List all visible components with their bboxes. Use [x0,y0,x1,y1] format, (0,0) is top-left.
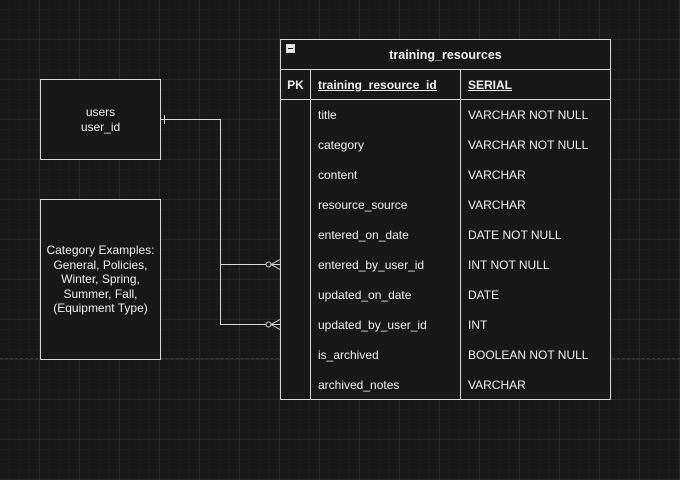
table-row[interactable]: updated_by_user_id INT [281,310,610,340]
note-line: (Equipment Type) [53,301,148,316]
column-type: VARCHAR [468,168,526,182]
training-resources-table[interactable]: training_resources PK training_resource_… [280,39,611,400]
column-type: DATE [468,288,500,302]
column-name: entered_on_date [318,228,409,242]
column-name: training_resource_id [318,77,437,92]
note-line: Winter, Spring, [61,272,140,287]
users-entity-key: user_id [80,119,121,134]
primary-key-row[interactable]: PK training_resource_id SERIAL [281,70,610,100]
column-type: VARCHAR NOT NULL [468,108,589,122]
column-type: BOOLEAN NOT NULL [468,348,589,362]
column-name: entered_by_user_id [318,258,425,272]
table-row[interactable]: resource_source VARCHAR [281,190,610,220]
pk-label: PK [287,77,304,92]
column-name: resource_source [318,198,408,212]
table-row[interactable]: content VARCHAR [281,160,610,190]
table-row[interactable]: title VARCHAR NOT NULL [281,100,610,130]
category-note[interactable]: Category Examples: General, Policies, Wi… [40,199,161,360]
column-name: content [318,168,358,182]
column-type: DATE NOT NULL [468,228,562,242]
connector-updated-by[interactable] [220,264,267,325]
table-header[interactable]: training_resources [281,40,610,70]
users-entity-name: users [85,105,116,119]
column-type: SERIAL [468,77,513,92]
note-line: Category Examples: [46,243,155,258]
column-name: updated_by_user_id [318,318,427,332]
column-type: VARCHAR NOT NULL [468,138,589,152]
column-name: title [318,108,337,122]
note-line: General, Policies, [53,257,148,272]
note-line: Summer, Fall, [63,286,138,301]
column-name: updated_on_date [318,288,412,302]
pk-column-divider [310,70,311,399]
collapse-icon[interactable] [286,44,295,53]
table-title: training_resources [389,47,502,62]
column-name: archived_notes [318,378,400,392]
type-column-divider [460,70,461,399]
table-row[interactable]: entered_on_date DATE NOT NULL [281,220,610,250]
column-type: VARCHAR [468,198,526,212]
connector-entered-by[interactable] [161,119,266,265]
table-row[interactable]: updated_on_date DATE [281,280,610,310]
table-row[interactable]: category VARCHAR NOT NULL [281,130,610,160]
many-marker-entered [269,259,281,270]
column-name: is_archived [318,348,379,362]
table-row[interactable]: archived_notes VARCHAR [281,370,610,400]
column-type: INT NOT NULL [468,258,550,272]
table-row[interactable]: is_archived BOOLEAN NOT NULL [281,340,610,370]
many-marker-updated [269,319,281,330]
users-entity[interactable]: users user_id [40,79,161,160]
column-name: category [318,138,365,152]
column-type: INT [468,318,488,332]
table-row[interactable]: entered_by_user_id INT NOT NULL [281,250,610,280]
column-type: VARCHAR [468,378,526,392]
